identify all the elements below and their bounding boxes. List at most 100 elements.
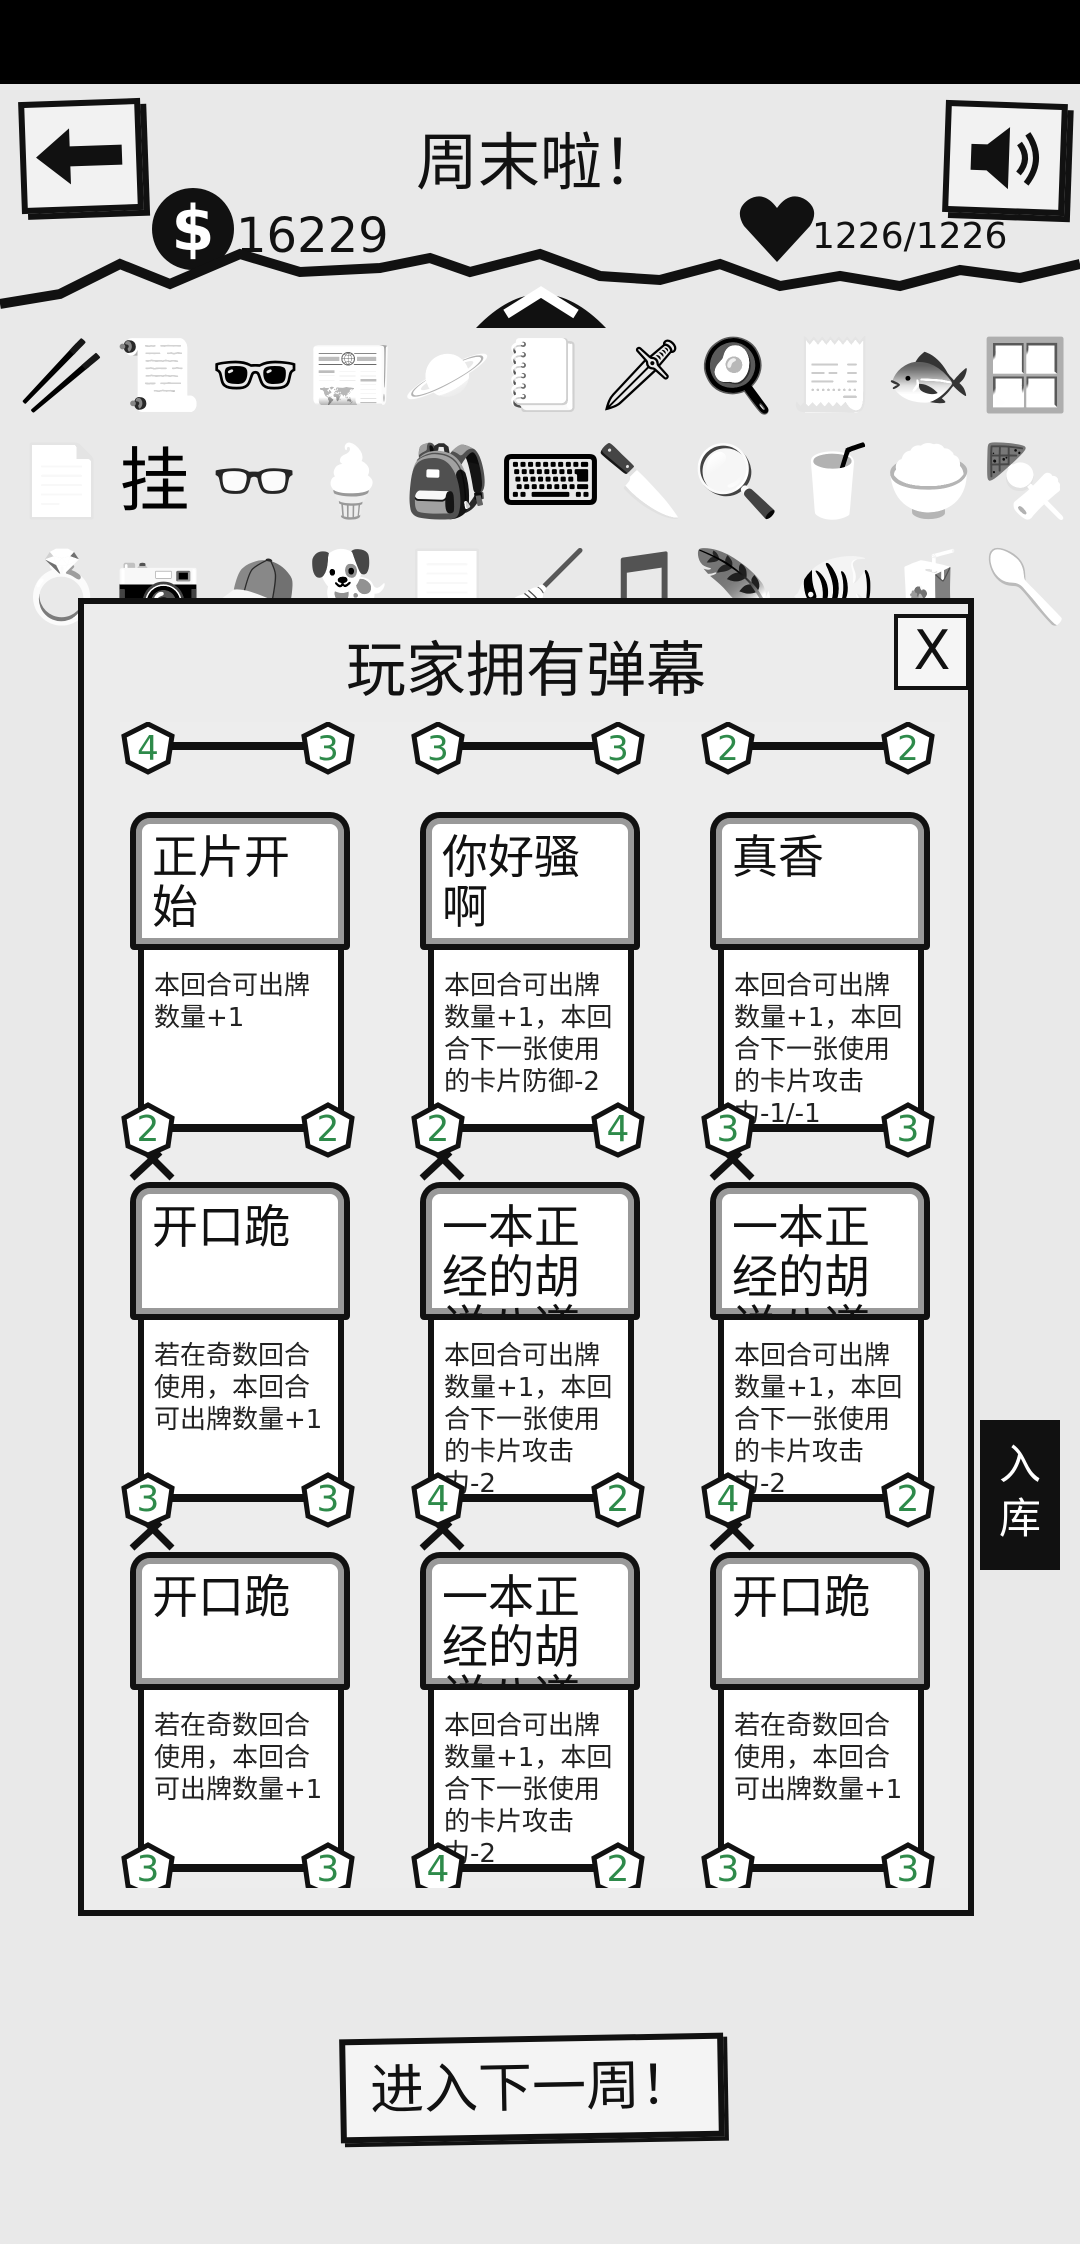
item-icon[interactable]: 🔍 [692, 440, 780, 522]
card-power-value: 2 [316, 1109, 340, 1150]
card-badge-value: 2 [897, 729, 919, 769]
item-icon[interactable]: 🍦 [307, 440, 395, 522]
card-badge-value: 3 [317, 729, 339, 769]
back-arrow-icon [36, 128, 123, 185]
card-description: 若在奇数回合使用，本回合可出牌数量+1 [718, 1690, 924, 1866]
card-name: 正片开始 [130, 812, 350, 950]
card-cost-value: 3 [716, 1109, 740, 1150]
item-icon[interactable]: ⌨ [499, 440, 602, 522]
card-cost-value: 4 [716, 1479, 740, 1520]
card-cost-badge: 3 [700, 1842, 756, 1888]
card-power-badge: 2 [590, 1842, 646, 1888]
card-name: 开口跪 [130, 1182, 350, 1320]
card-badge [301, 722, 355, 775]
card-power-value: 3 [896, 1109, 920, 1150]
mountain-ridge [0, 248, 1080, 309]
card-cost-badge: 3 [120, 1472, 176, 1528]
card-badge [121, 722, 175, 775]
item-icon[interactable]: 挂 [119, 440, 190, 522]
item-icon[interactable]: 🕶 [210, 334, 300, 416]
item-icon[interactable]: 🗡 [596, 334, 686, 416]
card-badge [411, 722, 465, 775]
item-icon[interactable]: 🔪 [596, 440, 684, 522]
card-power-value: 3 [896, 1849, 920, 1888]
card-cost-value: 2 [136, 1109, 160, 1150]
money-amount: 16229 [236, 208, 389, 264]
card-description: 本回合可出牌数量+1，本回合下一张使用的卡片攻击力-1/-1 [718, 950, 924, 1129]
card-power-value: 3 [316, 1849, 340, 1888]
item-icon[interactable]: 🪐 [403, 334, 491, 416]
danmaku-card[interactable]: 一本正经的胡说八道本回合可出牌数量+1，本回合下一张使用的卡片攻击力-242 [700, 1182, 940, 1554]
card-description: 本回合可出牌数量+1，本回合下一张使用的卡片攻击力-2 [718, 1320, 924, 1499]
heart-icon [739, 196, 815, 262]
item-icon[interactable]: 📜 [114, 334, 202, 416]
card-description: 本回合可出牌数量+1，本回合下一张使用的卡片攻击力-2 [428, 1320, 634, 1499]
item-icon[interactable]: 🍚 [885, 440, 973, 522]
card-power-badge: 2 [590, 1472, 646, 1528]
item-icon[interactable]: 📒 [499, 334, 588, 416]
card-name: 开口跪 [710, 1552, 930, 1690]
card-badge [881, 722, 935, 775]
item-icon[interactable]: 🎒 [403, 440, 491, 522]
item-icon[interactable]: 👓 [210, 440, 299, 522]
item-icon[interactable]: 🍳 [692, 334, 780, 416]
card-cost-badge: 4 [410, 1842, 466, 1888]
speaker-icon [970, 127, 1039, 190]
card-power-badge: 2 [300, 1102, 356, 1158]
card-badge-value: 4 [137, 729, 159, 769]
card-cost-value: 3 [136, 1849, 160, 1888]
card-cost-value: 4 [426, 1479, 450, 1520]
item-icon[interactable]: 🥄 [981, 546, 1069, 628]
chevron-up-icon[interactable] [466, 270, 616, 330]
danmaku-card[interactable]: 一本正经的胡说八道本回合可出牌数量+1，本回合下一张使用的卡片攻击力-242 [410, 1182, 650, 1554]
card-cost-badge: 2 [410, 1102, 466, 1158]
page-title: 周末啦！ [415, 126, 664, 199]
next-week-button[interactable]: 进入下一周！ [339, 2032, 725, 2144]
card-name: 真香 [710, 812, 930, 950]
storage-tab[interactable]: 入库 [980, 1420, 1060, 1570]
card-cost-value: 3 [136, 1479, 160, 1520]
card-description: 本回合可出牌数量+1 [138, 950, 344, 1126]
card-power-badge: 3 [880, 1102, 936, 1158]
card-power-value: 4 [606, 1109, 630, 1150]
hp-value: 1226/1226 [812, 216, 1008, 257]
item-icon[interactable]: 📄 [18, 440, 106, 522]
sound-button[interactable] [942, 99, 1068, 217]
card-power-badge: 3 [880, 1842, 936, 1888]
back-button[interactable] [18, 97, 144, 215]
item-icon[interactable]: 🧾 [789, 334, 877, 416]
item-icon[interactable]: 🍢 [981, 440, 1069, 522]
card-power-badge: 2 [880, 1472, 936, 1528]
card-power-value: 2 [606, 1849, 630, 1888]
item-icon[interactable]: 📰 [307, 334, 395, 416]
danmaku-card[interactable]: 一本正经的胡说八道本回合可出牌数量+1，本回合下一张使用的卡片攻击力-242 [410, 1552, 650, 1888]
card-name: 开口跪 [130, 1552, 350, 1690]
item-icon[interactable]: 🥢 [18, 334, 106, 416]
card-power-value: 3 [316, 1479, 340, 1520]
card-description: 本回合可出牌数量+1，本回合下一张使用的卡片防御-2 [428, 950, 634, 1126]
card-name: 一本正经的胡说八道 [420, 1552, 640, 1722]
card-power-badge: 3 [300, 1472, 356, 1528]
close-button[interactable]: X [894, 614, 970, 690]
item-icon[interactable]: 🪟 [981, 334, 1069, 416]
item-icon[interactable]: 🐟 [885, 334, 973, 416]
item-icon[interactable]: 🥤 [789, 440, 877, 522]
card-description: 本回合可出牌数量+1，本回合下一张使用的卡片攻击力-2 [428, 1690, 634, 1869]
